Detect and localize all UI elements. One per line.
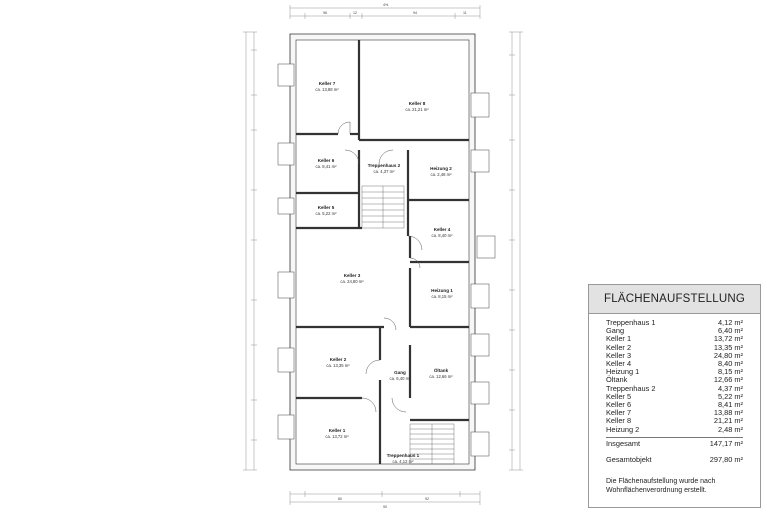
dimension-lines (243, 5, 523, 505)
room-treppenhaus2-name: Treppenhaus 2 (368, 163, 401, 168)
room-gang-name: Gang (394, 370, 406, 375)
summary-total-label: Insgesamt (606, 438, 641, 448)
summary-value: 6,40 m² (717, 326, 743, 336)
summary-value: 2,48 m² (717, 424, 743, 434)
room-keller7-area: ca. 13,88 m² (315, 87, 339, 92)
svg-text:90: 90 (383, 505, 387, 509)
summary-row: Heizung 2 2,48 m² (606, 424, 743, 434)
summary-divider (606, 436, 743, 438)
summary-row: Gang 6,40 m² (606, 326, 743, 336)
summary-title: FLÄCHENAUFSTELLUNG (589, 285, 760, 314)
summary-label: Keller 2 (606, 342, 632, 352)
room-keller3-name: Keller 3 (344, 273, 361, 278)
room-keller1-area: ca. 13,72 m² (325, 434, 349, 439)
summary-object-value: 297,80 m² (709, 455, 743, 465)
stairs-lower (409, 423, 455, 465)
summary-label: Heizung 2 (606, 424, 640, 434)
summary-row: Keller 7 13,88 m² (606, 409, 743, 417)
summary-label: Keller 4 (606, 359, 632, 369)
room-keller5-area: ca. 5,22 m² (316, 211, 338, 216)
summary-value: 24,80 m² (713, 350, 743, 360)
summary-label: Keller 3 (606, 350, 632, 360)
summary-row: Öltank 12,66 m² (606, 376, 743, 384)
summary-value: 8,41 m² (717, 400, 743, 410)
room-heizung2-area: ca. 2,48 m² (431, 172, 453, 177)
room-keller1-name: Keller 1 (329, 428, 346, 433)
summary-label: Keller 8 (606, 416, 632, 426)
room-keller2-name: Keller 2 (330, 357, 347, 362)
summary-label: Keller 5 (606, 391, 632, 401)
room-keller8-area: ca. 21,21 m² (405, 107, 429, 112)
svg-text:80: 80 (338, 497, 342, 501)
svg-text:12: 12 (353, 11, 357, 15)
floor-plan: 4% 96 12 94 11 80 92 90 (243, 3, 523, 509)
room-treppenhaus1-area: ca. 4,12 m² (393, 459, 415, 464)
summary-note: Die Flächenaufstellung wurde nach Wohnfl… (606, 478, 716, 494)
summary-row: Keller 2 13,35 m² (606, 342, 743, 352)
summary-row: Treppenhaus 1 4,12 m² (606, 318, 743, 327)
summary-label: Keller 1 (606, 334, 632, 344)
summary-value: 4,37 m² (717, 383, 743, 393)
summary-value: 21,21 m² (713, 416, 743, 426)
summary-value: 4,12 m² (717, 318, 743, 327)
summary-label: Treppenhaus 2 (606, 383, 656, 393)
svg-text:4%: 4% (383, 3, 389, 7)
summary-label: Gang (606, 326, 625, 336)
summary-value: 8,15 m² (717, 367, 743, 377)
room-keller6-area: ca. 8,41 m² (316, 164, 338, 169)
summary-label: Treppenhaus 1 (606, 318, 656, 327)
building-outline (289, 33, 476, 471)
room-heizung2-name: Heizung 2 (430, 166, 452, 171)
svg-text:94: 94 (413, 11, 417, 15)
summary-object-label: Gesamtobjekt (606, 455, 652, 465)
summary-label: Keller 7 (606, 408, 632, 418)
summary-row: Heizung 1 8,15 m² (606, 368, 743, 376)
summary-row: Keller 5 5,22 m² (606, 391, 743, 401)
room-heizung1-name: Heizung 1 (431, 288, 453, 293)
summary-value: 13,35 m² (713, 342, 743, 352)
room-treppenhaus1-name: Treppenhaus 1 (387, 453, 420, 458)
room-keller6-name: Keller 6 (318, 158, 335, 163)
summary-value: 12,66 m² (713, 375, 743, 385)
summary-row: Treppenhaus 2 4,37 m² (606, 383, 743, 393)
room-keller4-name: Keller 4 (434, 227, 451, 232)
summary-label: Heizung 1 (606, 367, 640, 377)
room-keller8-name: Keller 8 (409, 101, 426, 106)
room-treppenhaus2-area: ca. 4,37 m² (374, 169, 396, 174)
room-oeltank-area: ca. 12,66 m² (429, 374, 453, 379)
summary-value: 13,88 m² (713, 408, 743, 418)
dimension-labels: 4% 96 12 94 11 80 92 90 (323, 3, 467, 509)
room-oeltank-name: Öltank (434, 367, 449, 373)
summary-row: Keller 8 21,21 m² (606, 417, 743, 425)
svg-text:96: 96 (323, 11, 327, 15)
summary-label: Öltank (606, 375, 628, 385)
door-swings (337, 121, 423, 413)
summary-row: Keller 6 8,41 m² (606, 400, 743, 410)
svg-text:11: 11 (463, 11, 467, 15)
summary-value: 5,22 m² (717, 391, 743, 401)
summary-row: Keller 4 8,40 m² (606, 359, 743, 369)
summary-object-row: Gesamtobjekt 297,80 m² (606, 455, 743, 465)
summary-label: Keller 6 (606, 400, 632, 410)
summary-total-value: 147,17 m² (709, 438, 743, 448)
summary-row: Keller 3 24,80 m² (606, 350, 743, 360)
room-labels: Keller 7 ca. 13,88 m² Keller 8 ca. 21,21… (315, 81, 453, 464)
summary-value: 13,72 m² (713, 334, 743, 344)
room-gang-area: ca. 6,40 m² (390, 376, 412, 381)
summary-row: Keller 1 13,72 m² (606, 335, 743, 343)
room-heizung1-area: ca. 8,15 m² (432, 294, 454, 299)
windows (277, 63, 496, 457)
svg-text:92: 92 (425, 497, 429, 501)
room-keller2-area: ca. 13,35 m² (326, 363, 350, 368)
summary-total-row: Insgesamt 147,17 m² (606, 438, 743, 448)
interior-walls (296, 40, 469, 464)
room-keller5-name: Keller 5 (318, 205, 335, 210)
stairs-upper (361, 185, 405, 229)
summary-value: 8,40 m² (717, 359, 743, 369)
room-keller4-area: ca. 8,40 m² (432, 233, 454, 238)
room-keller7-name: Keller 7 (319, 81, 336, 86)
room-keller3-area: ca. 24,80 m² (340, 279, 364, 284)
